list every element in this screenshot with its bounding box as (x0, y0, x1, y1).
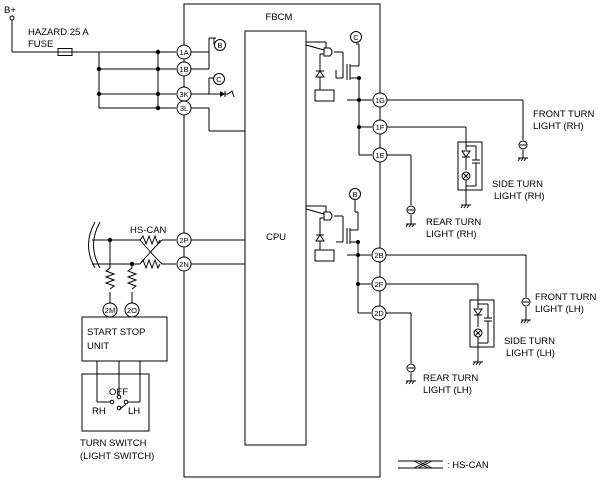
switch-rh-label: RH (92, 406, 106, 417)
cpu-box (244, 30, 307, 446)
front-turn-light-rh-bulb (517, 140, 528, 162)
svg-text:2F: 2F (375, 280, 384, 289)
hazard-fuse-label-1: HAZARD 25 A (28, 27, 89, 38)
rear-turn-light-lh-label-1: REAR TURN (423, 373, 478, 384)
start-stop-unit-box (81, 316, 168, 362)
pin-2d (371, 305, 387, 321)
turn-switch-box (81, 373, 150, 432)
svg-text:2O: 2O (127, 306, 137, 315)
svg-text:B: B (352, 190, 357, 199)
start-stop-unit-label-2: UNIT (87, 341, 109, 352)
side-turn-light-lh-label-2: LIGHT (LH) (506, 348, 555, 359)
fbcm-label: FBCM (266, 12, 293, 23)
svg-text:1E: 1E (375, 151, 384, 160)
pin-1f (372, 119, 388, 135)
hs-can-label: HS-CAN (130, 225, 167, 236)
svg-text:1G: 1G (375, 96, 385, 105)
svg-text:2N: 2N (179, 260, 189, 269)
rh-turn-driver (305, 41, 372, 156)
hs-can-legend: : HS-CAN (398, 460, 489, 471)
pin-1e (372, 147, 388, 163)
pin-2p (176, 232, 192, 248)
svg-text:2P: 2P (179, 236, 188, 245)
svg-text:3L: 3L (180, 104, 188, 113)
front-turn-light-rh-label-1: FRONT TURN (533, 109, 595, 120)
svg-text:3K: 3K (179, 90, 188, 99)
pin-1b (176, 61, 192, 77)
front-turn-light-lh-bulb (520, 297, 531, 324)
svg-text:C: C (216, 75, 222, 84)
turn-switch-label-1: TURN SWITCH (80, 438, 147, 449)
hazard-fuse-label-2: FUSE (28, 39, 53, 50)
lh-lamp-wiring (386, 254, 527, 381)
start-stop-unit-label-1: START STOP (87, 327, 145, 338)
bplus-terminal (9, 15, 15, 21)
svg-text:2D: 2D (374, 309, 384, 318)
connector-pins: 1A 1B 3K 3L 1G 1F 1E 2P 2N 2B 2F 2D 2M 2… (102, 44, 388, 321)
pin-2f (371, 276, 387, 292)
rear-turn-light-lh-label-2: LIGHT (LH) (423, 385, 472, 396)
rear-turn-light-lh-bulb (405, 363, 416, 385)
pin-3l (176, 100, 192, 116)
svg-text:B: B (217, 41, 222, 50)
switch-lh-label: LH (128, 406, 140, 417)
pin-2m (102, 302, 118, 318)
turn-switch-internal: OFF RH LH (92, 361, 141, 417)
pin-1g (372, 92, 388, 108)
pin-2b (371, 247, 387, 263)
legend-hs-can-label: : HS-CAN (447, 460, 489, 471)
rh-lamp-wiring (387, 99, 524, 224)
lh-turn-driver (305, 205, 371, 314)
bplus-label: B+ (4, 5, 16, 16)
pin-2n (176, 256, 192, 272)
side-turn-light-lh-label-1: SIDE TURN (504, 336, 555, 347)
svg-text:2M: 2M (105, 306, 115, 315)
rear-turn-light-rh-label-2: LIGHT (RH) (426, 229, 477, 240)
rear-turn-light-rh-label-1: REAR TURN (426, 217, 481, 228)
cpu-label: CPU (266, 232, 286, 243)
rear-turn-light-rh-bulb (405, 205, 416, 228)
front-turn-light-rh-label-2: LIGHT (RH) (533, 121, 584, 132)
svg-text:2B: 2B (374, 251, 383, 260)
hs-can-wiring (88, 221, 245, 303)
side-turn-light-rh-unit (457, 141, 483, 209)
ref-b-marker-driver (349, 188, 361, 200)
front-turn-light-lh-label-2: LIGHT (LH) (535, 304, 584, 315)
side-turn-light-rh-label-1: SIDE TURN (492, 179, 543, 190)
switch-off-label: OFF (109, 387, 128, 398)
front-turn-light-lh-label-1: FRONT TURN (535, 292, 597, 303)
side-turn-light-rh-label-2: LIGHT (RH) (494, 191, 545, 202)
ref-c-marker-driver (350, 31, 362, 43)
turn-switch-label-2: (LIGHT SWITCH) (80, 451, 154, 462)
svg-text:1B: 1B (179, 65, 188, 74)
fbcm-power-feed (96, 49, 176, 111)
svg-text:C: C (353, 33, 359, 42)
pin-2o (124, 302, 140, 318)
ref-c-marker-left (213, 73, 225, 85)
reference-markers: B C C B (213, 31, 362, 212)
side-turn-light-lh-unit (469, 299, 495, 366)
svg-text:1A: 1A (179, 48, 188, 57)
svg-text:1F: 1F (376, 123, 385, 132)
pin-1a (176, 44, 192, 60)
